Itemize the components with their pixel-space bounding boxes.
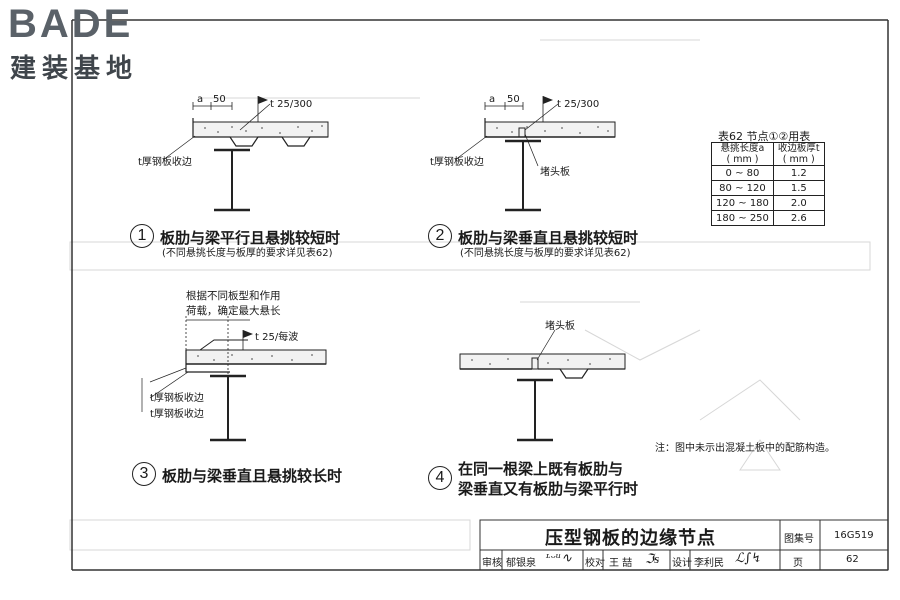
d1-note: (不同悬挑长度与板厚的要求详见表62)	[162, 248, 333, 259]
check-label: 校对	[585, 558, 605, 569]
d3-weld-label: t 25/每波	[255, 332, 299, 343]
title-block-grid	[479, 519, 889, 571]
drawing-note: 注：图中未示出混凝土板中的配筋构造。	[655, 443, 835, 454]
background-ghost-lines	[69, 39, 871, 551]
atlas-no-value: 16G519	[834, 530, 874, 541]
d3-caption: 板肋与梁垂直且悬挑较长时	[162, 467, 343, 485]
d2-caption: 板肋与梁垂直且悬挑较短时	[458, 229, 639, 247]
d4-number: 4	[428, 466, 452, 490]
designer-signature: ℒ∫↯	[735, 551, 763, 566]
d3-note-line2: 荷载，确定最大悬长	[186, 305, 281, 317]
page-label: 页	[793, 558, 803, 569]
d1-dim-a: a	[197, 94, 204, 105]
review-label: 审核	[482, 558, 502, 569]
d3-edge-label-2: t厚钢板收边	[150, 409, 204, 420]
reviewer-name: 郁银泉	[506, 558, 536, 569]
d2-note: (不同悬挑长度与板厚的要求详见表62)	[460, 248, 631, 259]
d2-end-plate-label: 堵头板	[540, 167, 570, 178]
d1-weld-label: t 25/300	[270, 99, 313, 110]
d3-edge-label-1: t厚钢板收边	[150, 393, 204, 404]
d2-weld-label: t 25/300	[557, 99, 600, 110]
drawing-title: 压型钢板的边缘节点	[545, 528, 716, 549]
designer-name: 李利民	[694, 558, 724, 569]
detail-1-drawing	[162, 96, 329, 212]
atlas-no-label: 图集号	[784, 534, 814, 545]
d4-end-plate-label: 堵头板	[545, 321, 575, 332]
d3-note-line1: 根据不同板型和作用	[186, 290, 281, 302]
reviewer-signature: ᶫᵕᵘ∿	[545, 551, 573, 566]
design-label: 设计	[672, 558, 692, 569]
page-number: 62	[846, 554, 859, 565]
table62-header-1: 悬挑长度a( mm )	[711, 142, 774, 166]
d1-dim-50: 50	[213, 94, 226, 105]
d3-number: 3	[132, 462, 156, 486]
detail-4-drawing	[459, 329, 626, 442]
d2-edge-label: t厚钢板收边	[430, 157, 484, 168]
d1-number: 1	[130, 224, 154, 248]
d2-number: 2	[428, 224, 452, 248]
d1-edge-label: t厚钢板收边	[138, 157, 192, 168]
detail-2-drawing	[454, 96, 616, 212]
d2-dim-50: 50	[507, 94, 520, 105]
table62-title: 表62 节点①②用表	[718, 130, 811, 143]
d4-caption-line1: 在同一根梁上既有板肋与	[458, 460, 624, 478]
d4-caption-line2: 梁垂直又有板肋与梁平行时	[458, 480, 639, 498]
table62-header-2: 收边板厚t( mm )	[772, 142, 825, 166]
logo-text: BADE	[8, 2, 134, 46]
d2-dim-a: a	[489, 94, 496, 105]
checker-signature: ℑᵴ	[645, 552, 660, 567]
logo-subtitle: 建装基地	[10, 54, 139, 84]
d1-caption: 板肋与梁平行且悬挑较短时	[160, 229, 341, 247]
checker-name: 王 喆	[609, 558, 633, 569]
detail-3-drawing	[141, 316, 327, 442]
